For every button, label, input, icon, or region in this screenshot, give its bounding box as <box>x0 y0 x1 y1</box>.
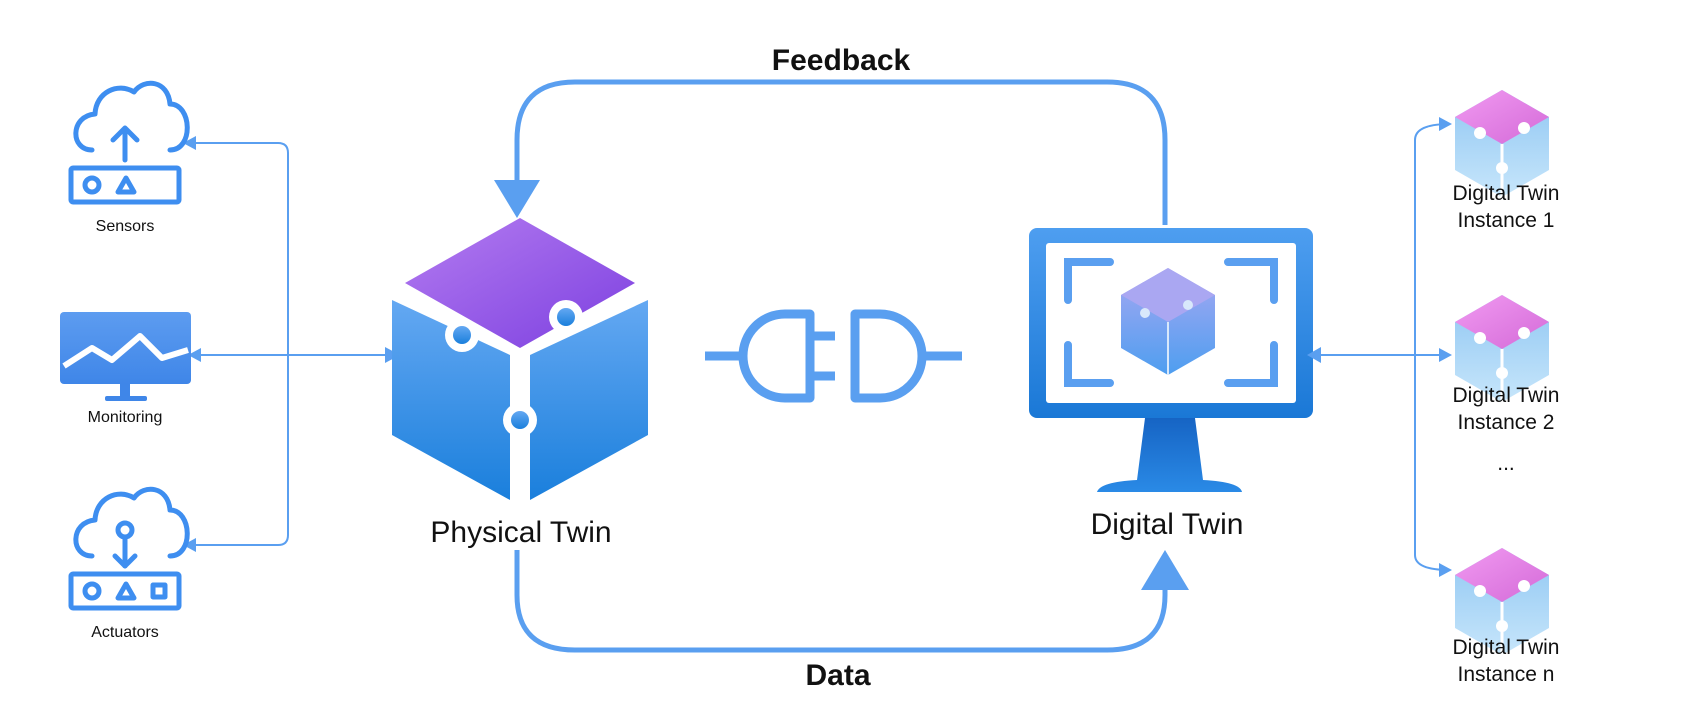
plug-socket-icon <box>705 309 962 403</box>
physical-twin-label: Physical Twin <box>430 516 611 549</box>
data-label: Data <box>805 659 870 692</box>
device-label-actuators: Actuators <box>91 624 159 641</box>
device-connector-lines <box>188 142 395 546</box>
cloud-download-router-icon <box>68 486 190 611</box>
arrowhead-instance-2 <box>1439 348 1452 362</box>
device-label-monitoring: Monitoring <box>88 409 163 426</box>
instance-cube-icon <box>1455 90 1549 197</box>
instance-n-label-line2: Instance n <box>1458 663 1555 686</box>
instance-cube-icon <box>1455 295 1549 402</box>
arrowhead-monitoring <box>188 348 201 362</box>
instance-1-label-line1: Digital Twin <box>1453 182 1560 205</box>
instance-2-label-line2: Instance 2 <box>1458 411 1555 434</box>
arrowhead-instance-n <box>1439 563 1452 577</box>
instance-connector-lines <box>1320 123 1451 571</box>
physical-twin-puzzle-cube-icon <box>392 218 648 500</box>
digital-twin-monitor-icon <box>1029 228 1313 492</box>
arrowhead-sensors <box>183 136 196 150</box>
monitor-chart-icon <box>60 312 191 401</box>
arrowhead-actuators <box>183 538 196 552</box>
digital-twin-label: Digital Twin <box>1091 508 1244 541</box>
arrowhead-instance-1 <box>1439 117 1452 131</box>
instance-2-label-line1: Digital Twin <box>1453 384 1560 407</box>
instance-1-label-line2: Instance 1 <box>1458 209 1555 232</box>
feedback-label: Feedback <box>772 44 911 77</box>
instance-n-label-line1: Digital Twin <box>1453 636 1560 659</box>
data-arrow <box>514 550 1189 653</box>
instance-ellipsis: ... <box>1497 452 1515 475</box>
feedback-arrow <box>494 79 1168 225</box>
arrowhead-digital-twin <box>1307 347 1321 363</box>
device-label-sensors: Sensors <box>96 218 155 235</box>
cloud-upload-router-icon <box>68 80 190 205</box>
instance-cube-icon <box>1455 548 1549 655</box>
